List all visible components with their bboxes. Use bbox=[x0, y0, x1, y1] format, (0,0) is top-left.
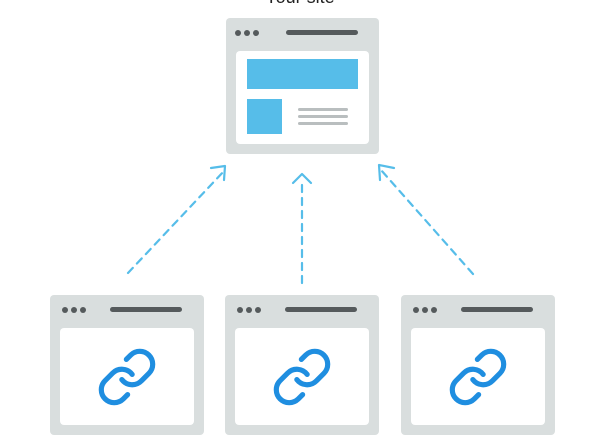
window-dot-2 bbox=[71, 307, 77, 313]
referring-site-1 bbox=[50, 295, 204, 435]
window-dot-2 bbox=[244, 30, 250, 36]
window-dot-2 bbox=[246, 307, 252, 313]
window-dot-1 bbox=[235, 30, 241, 36]
text-line-3 bbox=[298, 122, 348, 125]
window-header bbox=[50, 295, 204, 325]
referring-site-3 bbox=[401, 295, 555, 435]
text-line-2 bbox=[298, 115, 348, 118]
your-site-window bbox=[226, 18, 379, 154]
window-title-bar bbox=[285, 307, 357, 312]
window-title-bar bbox=[110, 307, 182, 312]
window-title-bar bbox=[461, 307, 533, 312]
text-line-1 bbox=[298, 108, 348, 111]
window-dot-2 bbox=[422, 307, 428, 313]
window-content bbox=[411, 328, 545, 425]
window-dot-1 bbox=[237, 307, 243, 313]
window-content bbox=[235, 328, 369, 425]
page-image bbox=[247, 99, 282, 134]
window-dot-3 bbox=[431, 307, 437, 313]
window-dot-3 bbox=[80, 307, 86, 313]
page-banner bbox=[247, 59, 358, 89]
window-header bbox=[225, 295, 379, 325]
window-header bbox=[401, 295, 555, 325]
arrow-right bbox=[377, 163, 475, 276]
window-dot-3 bbox=[255, 307, 261, 313]
window-content bbox=[236, 51, 369, 144]
link-icon bbox=[449, 348, 507, 406]
window-dot-1 bbox=[413, 307, 419, 313]
link-icon bbox=[273, 348, 331, 406]
window-dot-3 bbox=[253, 30, 259, 36]
arrow-center bbox=[291, 172, 313, 285]
window-dot-1 bbox=[62, 307, 68, 313]
site-title: Your site bbox=[0, 0, 600, 8]
referring-site-2 bbox=[225, 295, 379, 435]
window-header bbox=[226, 18, 379, 48]
window-content bbox=[60, 328, 194, 425]
link-icon bbox=[98, 348, 156, 406]
arrow-left bbox=[126, 164, 227, 275]
window-title-bar bbox=[286, 30, 358, 35]
